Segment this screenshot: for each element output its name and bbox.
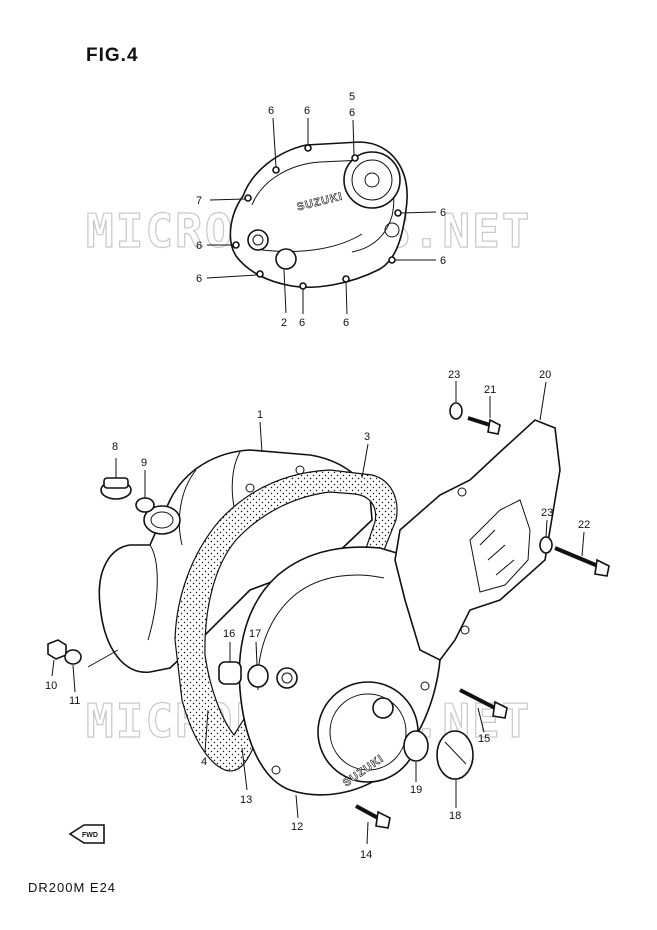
callout-3: 3 [364,431,370,443]
callout-23: 23 [541,507,553,519]
o-ring-17 [247,664,269,688]
callout-1: 1 [257,409,263,421]
callout-17: 17 [249,628,261,640]
bolt-22 [554,546,610,577]
callout-6: 6 [343,317,349,329]
callout-21: 21 [484,384,496,396]
callout-16: 16 [223,628,235,640]
callout-7: 7 [196,195,202,207]
callout-8: 8 [112,441,118,453]
callout-6: 6 [268,105,274,117]
sprocket-cover-20 [394,419,561,662]
bolt-10 [47,639,67,660]
callout-4: 4 [201,756,207,768]
bottom-leaders [51,381,585,845]
callout-6: 6 [440,255,446,267]
callout-6: 6 [196,273,202,285]
callout-6: 6 [196,240,202,252]
callout-20: 20 [539,369,551,381]
crankcase-cover-1 [98,449,373,673]
callout-13: 13 [240,794,252,806]
callout-10: 10 [45,680,57,692]
o-ring-9 [135,497,155,513]
callout-2: 2 [281,317,287,329]
callout-6: 6 [440,207,446,219]
figure-title: FIG.4 [86,45,139,66]
callout-6: 6 [304,105,310,117]
callout-6: 6 [349,107,355,119]
bolt-14 [355,804,391,829]
bolt-21 [467,416,501,435]
callout-labels: 6 6 5 6 7 6 6 2 6 6 6 6 23 21 20 1 3 8 9… [45,91,590,861]
washer-23-top [449,402,463,420]
top-leaders [206,117,437,315]
drain-plug-cap [275,248,297,270]
fwd-arrow-icon: FWD [68,824,105,844]
gasket-13 [174,469,398,772]
callout-9: 9 [141,457,147,469]
o-ring-19 [403,730,429,762]
plug-18 [436,730,474,780]
callout-11: 11 [69,695,80,707]
callout-5: 5 [349,91,355,103]
fwd-label: FWD [82,832,98,839]
callout-6: 6 [299,317,305,329]
callout-15: 15 [478,733,490,745]
callout-14: 14 [360,849,372,861]
oil-level-window [247,229,269,251]
model-code: DR200M E24 [28,880,116,895]
callout-12: 12 [291,821,303,833]
oil-filler-cap-8 [100,477,132,500]
callout-22: 22 [578,519,590,531]
callout-18: 18 [449,810,461,822]
dowel-16 [218,661,242,685]
callout-19: 19 [410,784,422,796]
washer-11 [64,649,82,665]
clutch-cover-outer-assembly: SUZUKI [229,141,408,290]
callout-23: 23 [448,369,460,381]
washer-23-right [539,536,553,554]
bolt-15 [459,688,508,719]
